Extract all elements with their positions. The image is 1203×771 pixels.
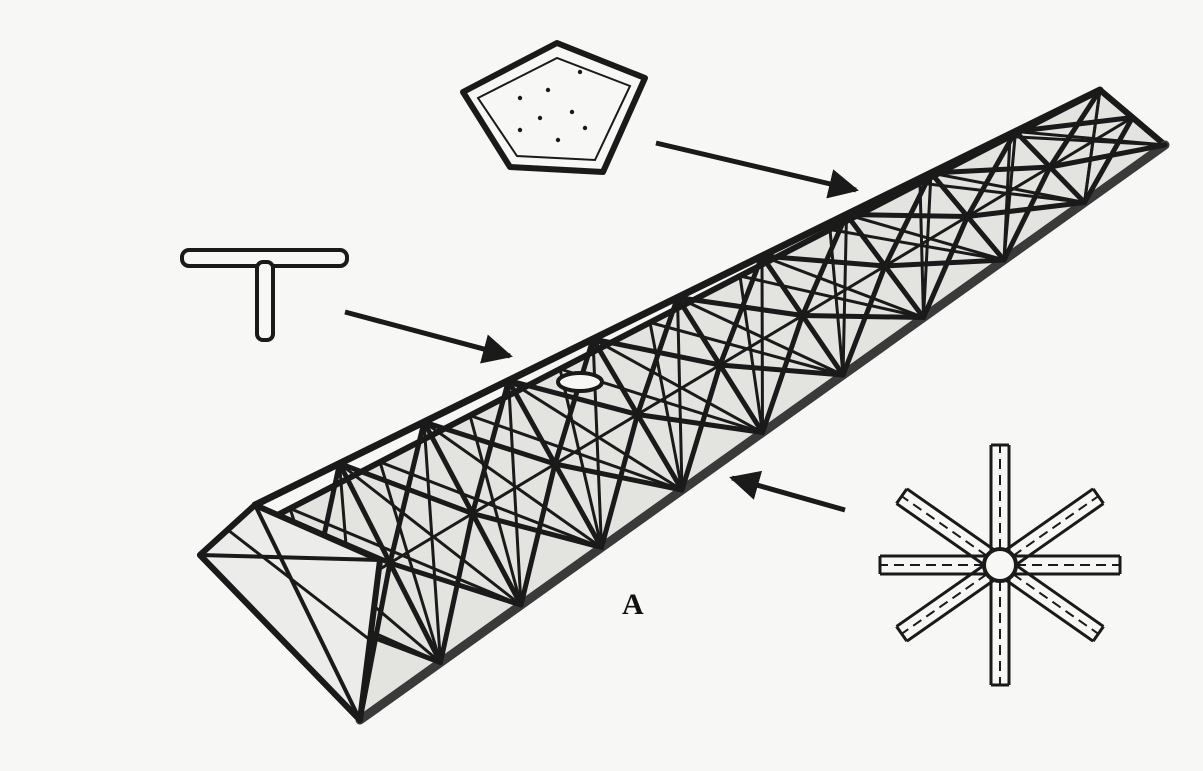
lattice-member	[828, 228, 845, 377]
joint-spoke-edge	[895, 556, 996, 628]
lattice-member	[378, 460, 442, 664]
t-section-strut-icon	[180, 248, 349, 342]
arrow-strut-to-beam	[344, 309, 513, 364]
lattice-truss-beam	[197, 86, 1170, 725]
end-cap-brace	[198, 553, 382, 562]
end-cap-brace	[226, 528, 372, 642]
lattice-member	[918, 181, 1086, 204]
lattice-member	[648, 321, 845, 377]
joint-spoke-centreline	[901, 495, 1001, 566]
lattice-member	[507, 379, 684, 492]
joint-hub	[982, 547, 1018, 583]
lattice-member	[882, 170, 934, 269]
lattice-member	[468, 414, 523, 607]
lattice-member	[840, 263, 888, 378]
lattice-member	[844, 212, 970, 219]
beam-hub	[556, 371, 604, 393]
lattice-member	[387, 419, 427, 566]
joint-spoke-centreline	[901, 564, 1001, 635]
lattice-member	[1013, 115, 1135, 134]
lattice-member	[679, 362, 723, 493]
lattice-member	[591, 337, 764, 434]
joint-spoke-edge	[1004, 556, 1105, 628]
lattice-member	[1047, 87, 1103, 170]
lattice-member	[507, 379, 523, 607]
arrow-panel-to-beam	[655, 140, 859, 199]
joint-spoke-cap	[1091, 625, 1105, 643]
joint-spoke-cap	[895, 625, 909, 643]
lattice-member	[470, 511, 604, 550]
lattice-member	[717, 253, 765, 368]
lattice-member	[760, 313, 805, 435]
lattice-member	[1083, 88, 1102, 204]
joint-spoke-edge	[993, 487, 1094, 559]
joint-spoke-edge	[906, 571, 1007, 643]
lattice-member	[1002, 135, 1012, 262]
lattice-member	[717, 362, 846, 378]
lattice-member	[518, 461, 558, 608]
lattice-member	[760, 254, 925, 319]
lattice-member	[1082, 115, 1135, 205]
lattice-member	[676, 296, 845, 377]
lattice-member	[845, 213, 1006, 262]
lattice-member	[635, 412, 765, 435]
joint-spoke-edge	[906, 487, 1007, 559]
lattice-member	[841, 213, 848, 377]
eight-way-node-joint-icon	[878, 443, 1122, 687]
joint-spoke-centreline	[999, 495, 1099, 566]
joint-spoke-cap	[1091, 487, 1105, 505]
lattice-member	[738, 274, 764, 434]
lattice-member	[552, 336, 596, 467]
joint-spoke-edge	[1004, 502, 1105, 574]
lattice-member	[288, 507, 523, 607]
lattice-member	[921, 214, 970, 320]
lattice-member	[760, 254, 764, 434]
lattice-member	[800, 313, 926, 320]
figure-label: A	[622, 588, 644, 621]
lattice-member	[965, 129, 1018, 219]
lattice-member	[882, 257, 1007, 269]
lattice-member	[438, 511, 475, 665]
lattice-member	[468, 414, 684, 492]
lattice-member	[965, 200, 1087, 219]
lattice-member	[422, 420, 442, 664]
lattice-member	[918, 181, 925, 319]
lattice-member	[1001, 164, 1053, 263]
lattice-member	[828, 228, 1006, 262]
lattice-member	[738, 274, 925, 319]
lattice-member	[558, 367, 603, 549]
end-cap-brace	[253, 503, 362, 722]
joint-spoke-edge	[895, 502, 996, 574]
lattice-member	[648, 321, 684, 492]
lattice-member	[378, 460, 603, 549]
arrow-joint-to-beam	[729, 470, 846, 513]
joint-spoke-cap	[895, 487, 909, 505]
pentagonal-panel-icon	[460, 40, 648, 175]
lattice-member	[1008, 135, 1167, 147]
lattice-member	[470, 378, 511, 516]
lattice-member	[599, 412, 640, 550]
lattice-member	[552, 461, 685, 493]
lattice-member	[1047, 142, 1168, 170]
lattice-member	[928, 164, 1053, 176]
lattice-member	[422, 420, 603, 549]
joint-spoke-centreline	[999, 564, 1099, 635]
lattice-member	[759, 253, 888, 269]
joint-spoke-edge	[993, 571, 1094, 643]
